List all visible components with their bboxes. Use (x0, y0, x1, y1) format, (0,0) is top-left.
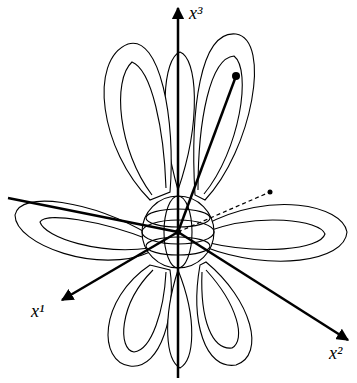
axis-label: x³ (188, 4, 203, 22)
axis-label: x¹ (30, 302, 45, 320)
axis-label: x² (328, 344, 343, 362)
axes (8, 8, 348, 378)
lobes (15, 34, 347, 368)
dots (175, 72, 273, 235)
